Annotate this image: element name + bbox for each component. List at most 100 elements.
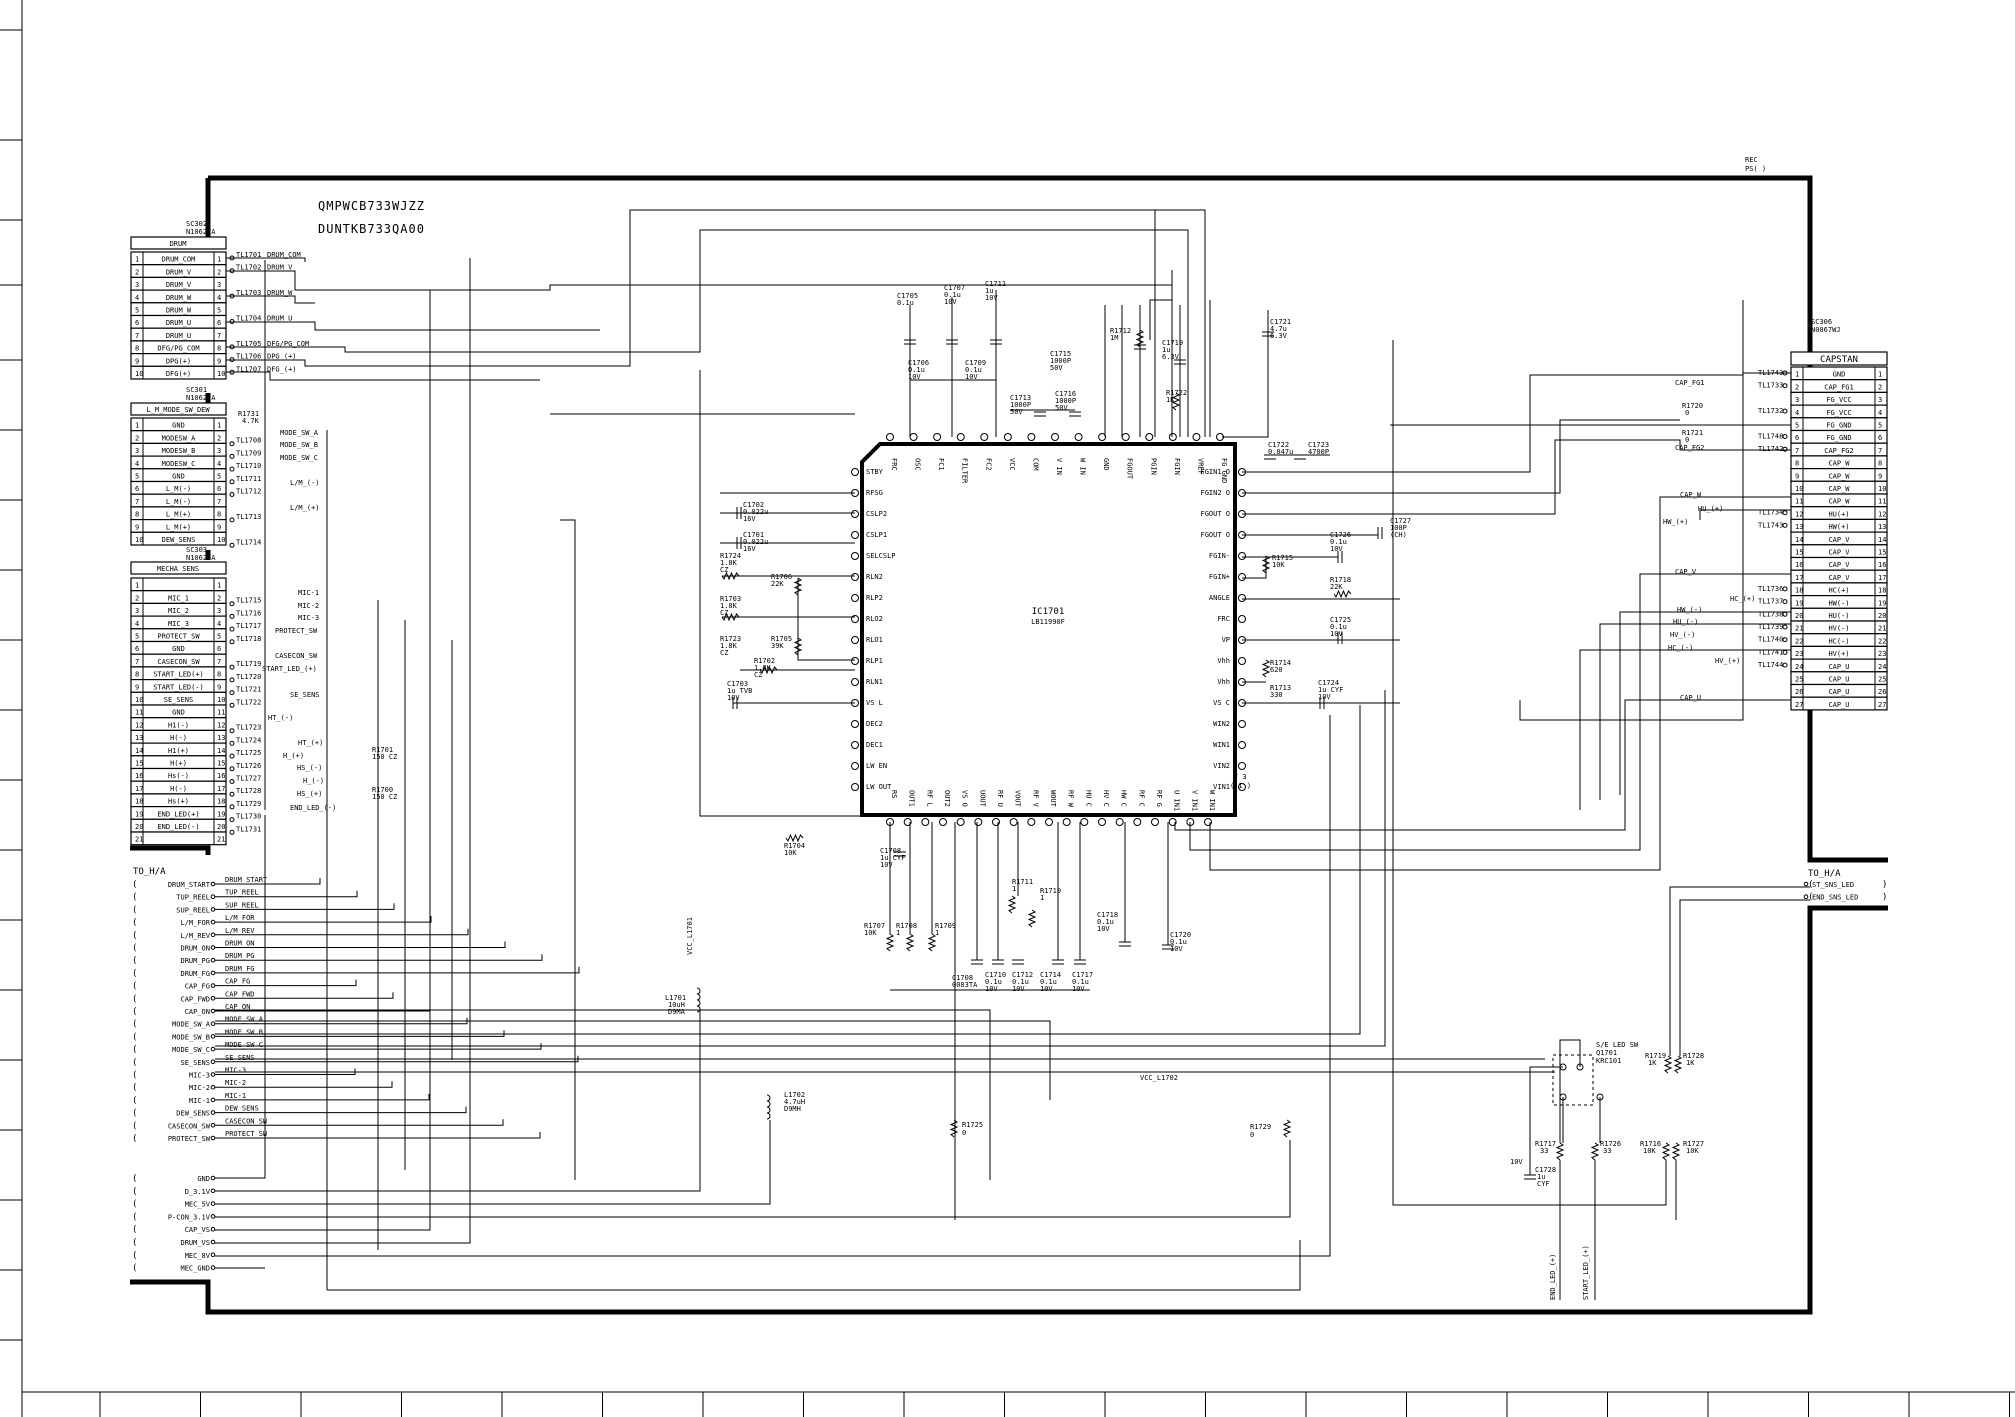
left-bus-signal: DRUM_ON (180, 945, 210, 953)
part-value: 0.1u (1040, 978, 1057, 986)
mode-pin-label: MODESW_B (162, 447, 196, 455)
ic-pin-label-right: Vhh (1217, 657, 1230, 665)
ic-pin-bottom (1027, 818, 1036, 826)
part-ref: C1702 (743, 501, 764, 509)
ic-pin-label-right: FRC (1217, 615, 1230, 623)
ic-pin-label-left: RLN2 (866, 573, 883, 581)
testpoint-label: TL1714 (236, 538, 261, 546)
left-bus-wire-label: SE_SENS (225, 1054, 255, 1062)
ic-pin-right (1238, 741, 1246, 749)
ic-pin-right (1238, 783, 1246, 791)
wire (1242, 374, 1743, 473)
mecha-conn-part: N10627A (186, 554, 216, 562)
capstan-pin-num: 22 (1878, 637, 1886, 645)
part-value: 0.1u (1097, 918, 1114, 926)
bus-paren: ( (132, 1045, 137, 1055)
part-value: 1u CYF (1318, 686, 1343, 694)
capstan-pin-num: 9 (1795, 472, 1799, 480)
part-voltage: 50V (1055, 404, 1068, 412)
drum-pin-label: DRUM_W (166, 307, 192, 315)
resistor-zigzag (1673, 1055, 1683, 1074)
testpoint-label: TL1716 (236, 609, 261, 617)
mode-conn-part: N10627A (186, 394, 216, 402)
capstan-pin-label: CAP_FG1 (1824, 383, 1854, 391)
testpoint (1782, 408, 1788, 414)
ic-pin-bottom (1133, 818, 1142, 826)
drum-pin-num: 7 (217, 332, 221, 340)
wire (215, 890, 358, 898)
part-value: 1 (935, 929, 939, 937)
left-bus-signal: TUP_REEL (176, 894, 210, 902)
capstan-pin-label: CAP_U (1828, 676, 1849, 684)
mecha-pin-num: 1 (135, 582, 139, 590)
mecha-pin-num: 18 (217, 798, 225, 806)
capstan-net-label: HV_(-) (1670, 631, 1695, 639)
bus-node (210, 907, 216, 912)
end-led-net: END_LED_(+) (1549, 1254, 1557, 1300)
resistor-zigzag (1661, 1142, 1671, 1161)
testpoint-label: TL1722 (236, 698, 261, 706)
capstan-pin-num: 24 (1878, 663, 1886, 671)
left-bus-wire-label: L/M_REV (225, 927, 255, 935)
left-bus-wire-label: DEW_SENS (225, 1105, 259, 1113)
fg-divider-label: / 3 (1234, 773, 1247, 781)
part-value: 0.1u (985, 978, 1002, 986)
bus-node (210, 945, 216, 950)
ic-pin-top (1051, 433, 1059, 441)
testpoint (229, 779, 235, 784)
part-voltage: 50V (1010, 408, 1023, 416)
capstan-pin-num: 17 (1878, 574, 1886, 582)
bus-node (210, 1084, 216, 1090)
bus-node (210, 1110, 216, 1115)
ic-pin-label-left: VS L (866, 699, 883, 707)
wire (215, 1017, 468, 1025)
fg-divider-label-2: ( 1 ) (1230, 782, 1251, 790)
bus-paren: ( (132, 944, 137, 954)
ic-pin-label-right: VS C (1213, 699, 1230, 707)
testpoint-label: TL1733 (1758, 382, 1783, 390)
capstan-pin-num: 1 (1878, 371, 1882, 379)
capstan-pin-num: 26 (1878, 688, 1886, 696)
wire (215, 1010, 701, 1192)
ic-pin-label-bottom: RF L (925, 790, 933, 807)
ic-pin-label-right: FGIN+ (1209, 573, 1230, 581)
part-value: 0.047u (1268, 448, 1293, 456)
drum-pin-num: 3 (135, 281, 139, 289)
part-value: 1u CYF (880, 854, 905, 862)
part-value: 0.022u (743, 508, 768, 516)
part-ref: C1705 (897, 292, 918, 300)
bus-node (210, 1252, 216, 1258)
ic-pin-label-bottom: V IN1 (1190, 790, 1198, 811)
components: TL1701TL1702TL1703TL1704TL1705TL1706TL17… (229, 251, 1788, 1188)
part-ref: C1711 (985, 280, 1006, 288)
capstan-pin-num: 14 (1878, 536, 1886, 544)
left-power-signal: DRUM_VS (180, 1239, 210, 1247)
bus-paren: ( (132, 931, 137, 941)
left-bus-signal: DRUM_PG (180, 957, 210, 965)
ic-pin-label-right: WIN1 (1213, 741, 1230, 749)
ic-pin-label-left: CSLP1 (866, 531, 887, 539)
ic-pin-left (851, 468, 859, 476)
capstan-pin-num: 20 (1795, 612, 1803, 620)
wire (797, 578, 855, 661)
capstan-net-label: HW_(-) (1677, 606, 1702, 614)
drum-pin-num: 8 (135, 345, 139, 353)
wire (215, 815, 266, 1179)
mecha-pin-num: 15 (135, 760, 143, 768)
bus-node (210, 932, 216, 938)
testpoint-label: TL1729 (236, 800, 261, 808)
resistor-zigzag (785, 833, 804, 843)
mode-pin-label: L_M(+) (166, 523, 191, 531)
mecha-net-label: START_LED_(+) (262, 665, 317, 673)
mecha-pin-label: PROTECT_SW (157, 633, 200, 641)
bus-paren: ( (132, 880, 137, 890)
part-ref: R1704 (784, 842, 805, 850)
part-voltage: 16V (743, 545, 756, 553)
drum-row (130, 365, 227, 380)
bus-paren: ( (132, 1174, 137, 1184)
testpoint-label: TL1706 (236, 353, 261, 361)
left-bus-wire-label: CAP_FWD (225, 990, 255, 998)
wire (215, 1093, 430, 1101)
ic-pin-bottom (1045, 818, 1053, 826)
